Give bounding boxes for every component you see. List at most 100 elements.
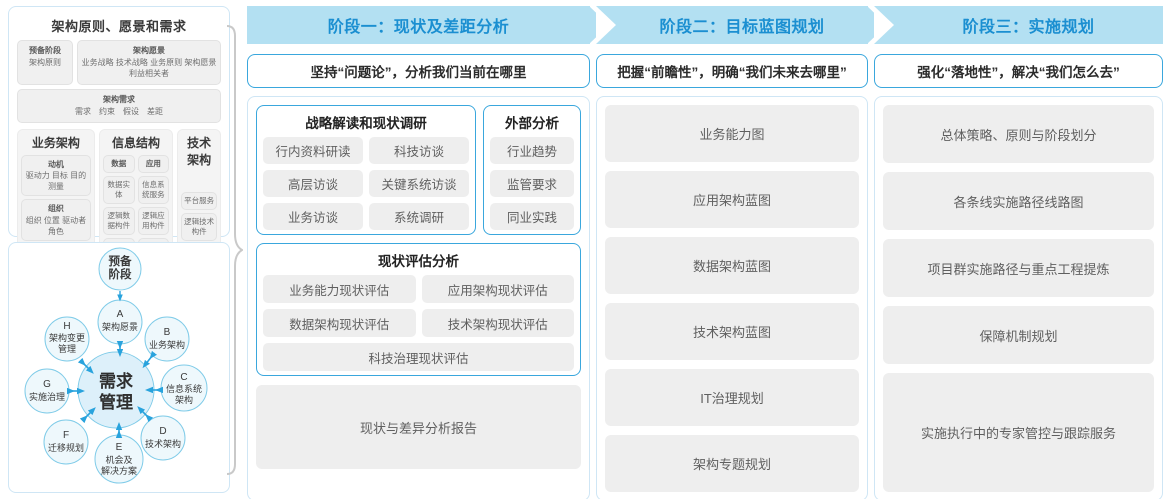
assessment-chip[interactable]: 应用架构现状评估 [421,275,574,303]
phase-2-block[interactable]: 技术架构蓝图 [605,303,859,360]
phase-2-header: 阶段二：目标蓝图规划 [596,6,887,44]
strategy-research-chips: 行内资料研读 高层访谈 业务访谈 科技访谈 关键系统访谈 系统调研 [263,137,469,230]
adm-node-c-label-2: 架构 [175,394,193,405]
strategy-chip[interactable]: 高层访谈 [263,170,363,197]
togaf-info-item: 逻辑应用构件 [137,207,170,236]
phase-3-block[interactable]: 项目群实施路径与重点工程提炼 [883,239,1154,298]
phase-1: 阶段一：现状及差距分析 坚持“问题论”，分析我们当前在哪里 战略解读和现状调研 … [247,6,609,499]
adm-prep-label-2: 阶段 [109,267,132,281]
phase-2: 阶段二：目标蓝图规划 把握“前瞻性”，明确“我们未来去哪里” 业务能力图 应用架… [596,6,887,499]
assessment-chips: 业务能力现状评估 应用架构现状评估 数据架构现状评估 技术架构现状评估 科技治理… [263,275,574,371]
adm-node-h-key: H [63,321,70,332]
adm-node-d-key: D [159,426,166,437]
phase-2-block[interactable]: 架构专题规划 [605,435,859,492]
adm-cycle-card: 预备 阶段 A 架构愿景 B 业务架构 C 信息系统 架构 D 技术架构 E 机… [8,242,230,493]
adm-node-a-key: A [117,309,124,320]
togaf-prep-sub: 架构原则 [29,57,61,67]
strategy-research-title: 战略解读和现状调研 [305,116,427,131]
adm-node-h-circle [44,316,90,362]
strategy-chip[interactable]: 业务访谈 [263,203,363,230]
adm-node-e-label-1: 机会及 [105,454,132,465]
togaf-vision-box: 架构愿景 业务战略 技术战略 业务原则 架构愿景 利益相关者 [77,40,221,85]
adm-node-b-label: 业务架构 [149,339,185,350]
phase-2-block[interactable]: 业务能力图 [605,105,859,162]
strategy-chip[interactable]: 行内资料研读 [263,137,363,164]
phase-2-block[interactable]: 应用架构蓝图 [605,171,859,228]
adm-node-d-circle [140,415,186,461]
adm-node-f-label: 迁移规划 [48,442,84,453]
adm-node-g-circle [24,368,70,414]
togaf-info-item: 数据 [102,154,135,173]
phase-2-subtitle: 把握“前瞻性”，明确“我们未来去哪里” [596,54,868,88]
phase-3-block[interactable]: 保障机制规划 [883,306,1154,365]
phase-3: 阶段三：实施规划 强化“落地性”，解决“我们怎么去” 总体策略、原则与阶段划分 … [874,6,1163,499]
togaf-requirements-box: 架构需求 需求 约束 假设 差距 [17,88,221,123]
togaf-prep-box: 预备阶段 架构原则 [17,40,73,85]
connector-brace-icon [226,25,243,475]
adm-node-h-label-2: 管理 [58,343,76,354]
assessment-chip[interactable]: 技术架构现状评估 [421,309,574,337]
togaf-vision-header: 架构愿景 [133,46,165,55]
togaf-info-item: 应用 [137,154,170,173]
adm-node-b-key: B [164,327,171,338]
togaf-info-item: 信息系统服务 [137,175,170,205]
togaf-business-item-sub: 驱动力 目标 目的 测量 [25,170,87,192]
phase-3-subtitle: 强化“落地性”，解决“我们怎么去” [874,54,1163,88]
strategy-chip[interactable]: 科技访谈 [369,137,469,164]
togaf-column-information-title: 信息结构 [112,135,161,150]
adm-node-c-key: C [180,372,187,383]
togaf-prep-header: 预备阶段 [29,46,61,55]
togaf-business-item-header: 组织 [47,204,64,214]
togaf-column-business-title: 业务架构 [31,135,80,150]
togaf-vision-sub: 业务战略 技术战略 业务原则 架构愿景 利益相关者 [81,57,217,79]
togaf-row-top: 预备阶段 架构原则 架构愿景 业务战略 技术战略 业务原则 架构愿景 利益相关者 [15,40,223,85]
adm-node-e-label-2: 解决方案 [101,465,137,476]
phase-3-block[interactable]: 实施执行中的专家管控与跟踪服务 [883,373,1154,492]
phase-1-header-label: 阶段一：现状及差距分析 [327,19,510,36]
gap-analysis-report-block[interactable]: 现状与差异分析报告 [256,385,581,469]
adm-arrow-d [137,406,154,423]
phase-1-header: 阶段一：现状及差距分析 [247,6,609,44]
strategy-chip[interactable]: 系统调研 [369,203,469,230]
adm-prep-label-1: 预备 [109,254,132,268]
adm-node-a-label: 架构愿景 [102,321,138,332]
togaf-business-item-header: 动机 [47,159,64,169]
adm-node-d-label: 技术架构 [145,438,181,449]
phase-1-top-row: 战略解读和现状调研 行内资料研读 高层访谈 业务访谈 科技访谈 关键系统访谈 系… [256,105,581,235]
phase-2-header-label: 阶段二：目标蓝图规划 [659,19,825,36]
assessment-chip[interactable]: 数据架构现状评估 [263,309,416,337]
strategy-chip[interactable]: 关键系统访谈 [369,170,469,197]
togaf-info-item: 逻辑数据构件 [102,207,135,236]
phase-3-block[interactable]: 各条线实施路径线路图 [883,172,1154,231]
togaf-tech-item: 逻辑技术构件 [181,212,217,242]
phase-3-block[interactable]: 总体策略、原则与阶段划分 [883,105,1154,164]
togaf-column-technology-title: 技术架构 [187,135,212,167]
togaf-requirements-header: 架构需求 [103,94,135,104]
togaf-requirements-sub: 需求 约束 假设 差距 [75,106,163,116]
togaf-reference-panel: 架构原则、愿景和需求 预备阶段 架构原则 架构愿景 业务战略 技术战略 业务原则… [8,6,230,493]
adm-arrow-h [77,357,94,374]
phase-3-header: 阶段三：实施规划 [874,6,1163,44]
phase-1-subtitle: 坚持“问题论”，分析我们当前在哪里 [247,54,590,88]
phase-2-block[interactable]: 数据架构蓝图 [605,237,859,294]
adm-cycle-diagram: 预备 阶段 A 架构愿景 B 业务架构 C 信息系统 架构 D 技术架构 E 机… [24,247,208,484]
adm-node-c-label-1: 信息系统 [166,383,202,394]
assessment-chip[interactable]: 业务能力现状评估 [263,275,416,303]
current-state-assessment-panel: 现状评估分析 业务能力现状评估 应用架构现状评估 数据架构现状评估 技术架构现状… [256,243,581,376]
external-chip[interactable]: 行业趋势 [490,137,574,164]
phase-2-block[interactable]: IT治理规划 [605,369,859,426]
togaf-business-item-sub: 组织 位置 驱动者 角色 [25,215,87,236]
phase-3-header-label: 阶段三：实施规划 [962,19,1095,36]
adm-center-label-1: 需求 [99,371,133,391]
external-analysis-title: 外部分析 [505,116,559,131]
phase-notch-icon [596,6,616,44]
togaf-title: 架构原则、愿景和需求 [51,19,187,34]
external-chip[interactable]: 监管要求 [490,170,574,197]
adm-node-prep-circle [98,247,142,291]
external-chip[interactable]: 同业实践 [490,203,574,230]
adm-node-h-label-1: 架构变更 [49,332,85,343]
external-analysis-panel: 外部分析 行业趋势 监管要求 同业实践 [483,105,581,235]
togaf-business-item: 动机 驱动力 目标 目的 测量 [21,154,91,197]
assessment-chip-full[interactable]: 科技治理现状评估 [263,343,574,371]
adm-node-f-key: F [63,430,69,441]
